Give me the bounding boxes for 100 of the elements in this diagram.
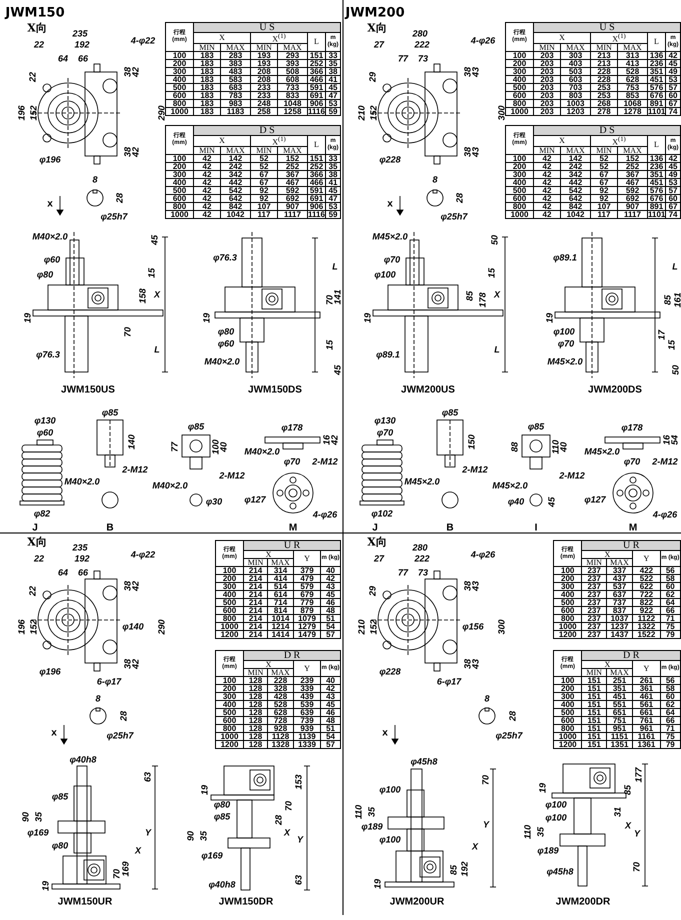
table-value: 1414 [268, 630, 294, 638]
table-value: 383 [220, 59, 250, 68]
table-value: 200 [506, 59, 534, 68]
table-value: 367 [278, 170, 308, 178]
dimension-label: φ30 [206, 498, 222, 506]
table-value: 46 [320, 598, 341, 606]
table-header: Y [632, 660, 660, 676]
table-value: 151 [582, 716, 606, 724]
table-header: X$^{(1)}$ [250, 32, 308, 44]
table-value: 42 [194, 170, 220, 178]
table-header: MAX [278, 146, 308, 154]
table-header: L [308, 136, 326, 154]
table-value: 1117 [278, 210, 308, 218]
table-value: 600 [216, 606, 244, 614]
table-value: 200 [554, 684, 582, 692]
table-value: 47 [326, 91, 341, 100]
table-header: X [194, 32, 250, 44]
table-value: 53 [326, 99, 341, 108]
dimension-label: 15 [326, 340, 334, 350]
table-value: 1116 [308, 210, 326, 218]
model-label: JWM200DR [556, 896, 610, 908]
table-value: 128 [244, 716, 268, 724]
table-value: 200 [216, 684, 244, 692]
table-value: 203 [534, 107, 560, 116]
dimension-label: 38 [464, 659, 472, 669]
dimension-label: φ80 [218, 328, 234, 336]
table-value: 252 [308, 59, 326, 68]
dimension-label: 235 [72, 30, 88, 38]
table-header: MIN [244, 558, 268, 566]
table-value: 400 [166, 178, 194, 186]
dimension-label: 2-M12 [462, 466, 488, 474]
dimension-label: φ40h8 [208, 880, 236, 890]
table-value: 100 [166, 154, 194, 162]
dimension-label: L [154, 346, 160, 354]
table-value: 803 [560, 91, 590, 100]
dimension-label: 63 [294, 875, 304, 885]
dimension-label: M40×2.0 [64, 478, 100, 486]
dimension-label: 2-M12 [559, 472, 585, 480]
table-value: 42 [194, 154, 220, 162]
dimension-label: 210 [358, 619, 366, 635]
dimension-label: 19 [364, 313, 372, 323]
table-header: MIN [534, 146, 560, 154]
table-header: MAX [560, 146, 590, 154]
table-value: 41 [326, 178, 341, 186]
dimension-label: 40 [560, 442, 568, 452]
table-value: 59 [326, 210, 341, 218]
dimension-label: 63 [144, 772, 152, 782]
dimension-label: 2-M12 [219, 472, 245, 480]
table-value: 628 [268, 708, 294, 716]
table-value: 1000 [554, 622, 582, 630]
table-value: 45 [326, 83, 341, 92]
dimension-label: 19 [538, 783, 548, 793]
table-value: 351 [648, 67, 666, 76]
dimension-label: 64 [58, 54, 68, 64]
dimension-label: φ60 [44, 256, 60, 264]
table-value: 193 [250, 51, 278, 60]
table-value: 1200 [554, 630, 582, 638]
table-value: 1003 [560, 99, 590, 108]
dimension-label: M45×2.0 [372, 232, 408, 242]
table-value: 51 [320, 724, 341, 732]
table-value: 1203 [560, 107, 590, 116]
table-value: 422 [632, 566, 660, 574]
table-value: 151 [582, 684, 606, 692]
dimension-label: 45 [150, 235, 160, 245]
dimension-label: 70 [284, 801, 294, 811]
table-value: 71 [660, 724, 680, 732]
table-value: 522 [632, 574, 660, 582]
dimension-label: 4-φ26 [652, 510, 678, 520]
table-value: 151 [582, 708, 606, 716]
dimension-label: X [135, 846, 141, 856]
table-value: 1014 [268, 614, 294, 622]
table-value: 248 [250, 99, 278, 108]
table-value: 951 [606, 724, 633, 732]
table-header: X [244, 660, 294, 668]
table-value: 739 [294, 716, 320, 724]
table-value: 152 [618, 154, 648, 162]
table-value: 379 [294, 566, 320, 574]
table-value: 183 [194, 75, 220, 84]
table-value: 213 [590, 59, 618, 68]
dimension-label: 110 [354, 804, 364, 820]
dimension-label: 38 [124, 581, 132, 591]
table-value: 233 [250, 91, 278, 100]
table-value: 42 [534, 178, 560, 186]
table-value: 367 [618, 170, 648, 178]
table-value: 42 [320, 574, 341, 582]
table-value: 214 [244, 606, 268, 614]
table-value: 1361 [632, 740, 660, 748]
table-header: MAX [220, 146, 250, 154]
table-value: 600 [166, 194, 194, 202]
table-value: 45 [666, 59, 681, 68]
table-value: 542 [560, 186, 590, 194]
table-value: 214 [244, 582, 268, 590]
dimension-label: M45×2.0 [547, 358, 583, 366]
table-value: 576 [648, 186, 666, 194]
dimension-label: φ100 [553, 328, 575, 336]
table-value: 300 [216, 582, 244, 590]
table-value: 62 [660, 700, 680, 708]
table-value: 393 [278, 59, 308, 68]
table-value: 551 [606, 700, 633, 708]
dimension-label: M45×2.0 [492, 482, 528, 490]
